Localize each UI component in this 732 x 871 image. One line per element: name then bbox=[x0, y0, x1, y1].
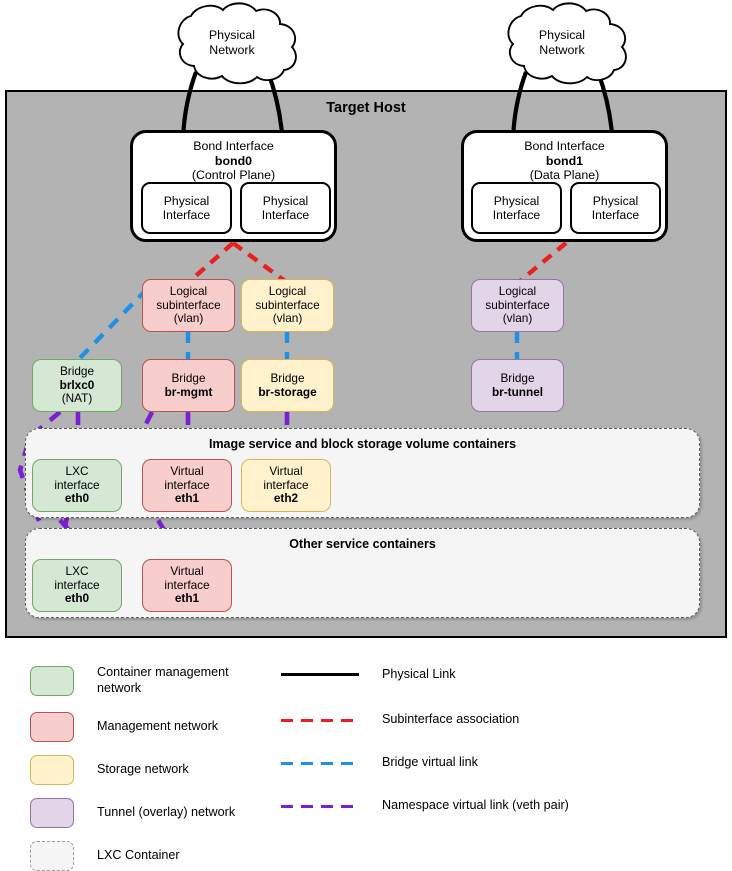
other-service-containers-title: Other service containers bbox=[289, 537, 436, 551]
bond1-title: Bond Interface bbox=[524, 139, 605, 153]
img-iface-eth2[interactable]: Virtual interface eth2 bbox=[241, 459, 331, 512]
legend-lxc-container: LXC Container bbox=[30, 841, 180, 871]
bond0-nic-1[interactable]: Physical Interface bbox=[240, 182, 331, 234]
other-service-containers-group: Other service containers bbox=[25, 528, 700, 618]
bond1-plane: (Data Plane) bbox=[529, 168, 600, 183]
page-title: Target Host bbox=[326, 100, 406, 116]
img-iface-eth0[interactable]: LXC interface eth0 bbox=[32, 459, 122, 512]
legend-line-bridge bbox=[281, 756, 359, 770]
legend-management: Management network bbox=[30, 712, 218, 742]
legend-swatch-tunnel bbox=[30, 798, 74, 828]
bond0-id: bond0 bbox=[214, 153, 253, 168]
cloud-right-label: Physical Network bbox=[538, 28, 586, 57]
legend-line-namespace bbox=[281, 799, 359, 813]
bond1-nic-1[interactable]: Physical Interface bbox=[570, 182, 661, 234]
bond0-plane: (Control Plane) bbox=[191, 168, 276, 183]
image-block-containers-group: Image service and block storage volume c… bbox=[25, 428, 700, 518]
legend-swatch-management bbox=[30, 712, 74, 742]
other-iface-eth1[interactable]: Virtual interface eth1 bbox=[142, 559, 232, 612]
legend-line-physical bbox=[281, 668, 359, 682]
legend-storage: Storage network bbox=[30, 755, 189, 785]
legend-bridge-link: Bridge virtual link bbox=[281, 755, 478, 771]
legend-container-management: Container management network bbox=[30, 665, 229, 696]
image-block-containers-title: Image service and block storage volume c… bbox=[208, 437, 517, 451]
legend-swatch-container-management bbox=[30, 665, 74, 696]
bridge-brlxc0[interactable]: Bridge brlxc0 (NAT) bbox=[32, 359, 122, 412]
legend-label-storage: Storage network bbox=[97, 762, 189, 777]
legend-label-subinterface: Subinterface association bbox=[382, 712, 520, 726]
legend-line-subinterface bbox=[281, 713, 359, 727]
legend-label-namespace-link: Namespace virtual link (veth pair) bbox=[382, 798, 569, 812]
legend: Container management network Management … bbox=[0, 655, 732, 871]
bond0-title: Bond Interface bbox=[193, 139, 274, 153]
legend-label-physical-link: Physical Link bbox=[382, 667, 456, 681]
bond0-nic-0[interactable]: Physical Interface bbox=[141, 182, 232, 234]
legend-namespace-link: Namespace virtual link (veth pair) bbox=[281, 798, 569, 814]
bridge-br-storage[interactable]: Bridge br-storage bbox=[241, 359, 334, 412]
other-iface-eth0[interactable]: LXC interface eth0 bbox=[32, 559, 122, 612]
legend-label-bridge-link: Bridge virtual link bbox=[382, 755, 478, 769]
legend-physical-link: Physical Link bbox=[281, 667, 456, 683]
legend-subinterface: Subinterface association bbox=[281, 712, 519, 728]
legend-label-tunnel: Tunnel (overlay) network bbox=[97, 805, 236, 820]
legend-label-management: Management network bbox=[97, 719, 219, 734]
bridge-br-tunnel[interactable]: Bridge br-tunnel bbox=[471, 359, 564, 412]
subif-mgmt[interactable]: Logical subinterface (vlan) bbox=[142, 279, 235, 332]
subif-storage[interactable]: Logical subinterface (vlan) bbox=[241, 279, 334, 332]
bond1-nic-0[interactable]: Physical Interface bbox=[471, 182, 562, 234]
legend-swatch-lxc-container bbox=[30, 841, 74, 871]
bridge-br-mgmt[interactable]: Bridge br-mgmt bbox=[142, 359, 235, 412]
legend-swatch-storage bbox=[30, 755, 74, 785]
bond1-id: bond1 bbox=[545, 153, 584, 168]
legend-tunnel: Tunnel (overlay) network bbox=[30, 798, 235, 828]
subif-tunnel[interactable]: Logical subinterface (vlan) bbox=[471, 279, 564, 332]
legend-label-container-management: Container management network bbox=[97, 665, 229, 695]
img-iface-eth1[interactable]: Virtual interface eth1 bbox=[142, 459, 232, 512]
cloud-left-label: Physical Network bbox=[208, 28, 256, 57]
